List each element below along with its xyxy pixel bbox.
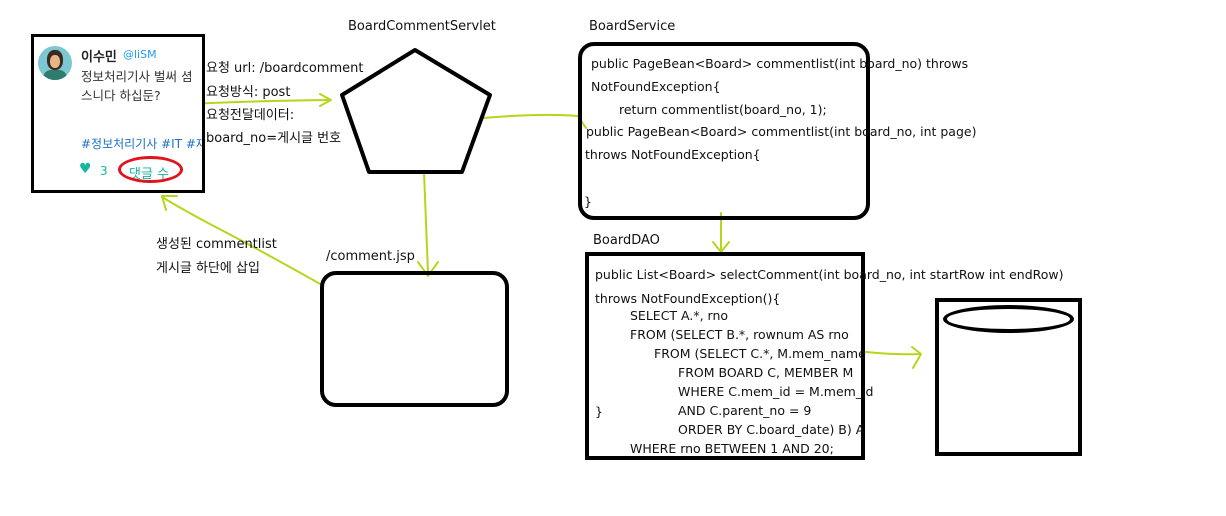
request-method: 요청방식: post — [206, 85, 291, 100]
arrow-servlet-to-service — [482, 113, 587, 129]
post-text-line1: 정보처리기사 벌써 셤 — [81, 69, 193, 84]
arrow-servlet-to-jsp — [423, 171, 429, 274]
service-code-line: public PageBean<Board> commentlist(int b… — [591, 56, 969, 71]
service-code-line: return commentlist(board_no, 1); — [619, 102, 827, 117]
dao-code-line: AND C.parent_no = 9 — [678, 403, 812, 418]
dao-code-line: throws NotFoundException(){ — [595, 291, 781, 306]
dao-code-line: FROM (SELECT B.*, rownum AS rno — [630, 327, 849, 342]
request-url: 요청 url: /boardcomment — [206, 61, 364, 76]
post-hashtags: #정보처리기사 #IT #재 — [81, 137, 205, 151]
request-data-value: board_no=게시글 번호 — [206, 131, 342, 146]
dao-code-line: WHERE C.mem_id = M.mem_id — [678, 384, 874, 399]
database-cylinder-top — [943, 305, 1074, 333]
dao-code-line: ORDER BY C.board_date) B) A — [678, 422, 865, 437]
arrow-dao-to-db — [865, 351, 921, 356]
dao-code-line: WHERE rno BETWEEN 1 AND 20; — [630, 441, 834, 456]
post-author-handle: @liSM — [123, 48, 157, 61]
dao-label: BoardDAO — [593, 233, 660, 248]
service-code-line: public PageBean<Board> commentlist(int b… — [586, 124, 977, 139]
comment-jsp-box — [320, 271, 509, 407]
service-label: BoardService — [589, 19, 676, 34]
dao-code-line: } — [595, 404, 603, 419]
avatar — [38, 46, 72, 80]
return-info-line2: 게시글 하단에 삽입 — [156, 261, 260, 276]
board-dao-box — [585, 252, 865, 460]
service-code-line: } — [584, 194, 592, 209]
arrowhead-servlet-to-jsp — [417, 261, 439, 277]
post-text-line2: 스니다 하십둔? — [81, 88, 161, 103]
jsp-label: /comment.jsp — [326, 249, 415, 264]
dao-code-line: FROM BOARD C, MEMBER M — [678, 365, 854, 380]
database-cylinder — [935, 298, 1082, 456]
arrowhead-dao-to-db — [911, 346, 922, 369]
arrowhead-card-to-servlet — [319, 93, 332, 107]
arrow-jsp-to-card — [161, 196, 323, 286]
service-code-line: NotFoundException{ — [591, 79, 721, 94]
dao-code-line: FROM (SELECT C.*, M.mem_name — [654, 346, 866, 361]
request-data-label: 요청전달데이터: — [206, 108, 295, 123]
dao-code-line: public List<Board> selectComment(int boa… — [595, 267, 1064, 282]
post-author-name: 이수민 — [81, 50, 117, 65]
servlet-pentagon — [340, 48, 492, 174]
dao-code-line: SELECT A.*, rno — [630, 308, 729, 323]
post-card: 이수민 @liSM 정보처리기사 벌써 셤 스니다 하십둔? #정보처리기사 #… — [31, 34, 205, 193]
arrowhead-jsp-to-card — [161, 195, 178, 211]
highlight-ellipse — [118, 156, 183, 183]
service-code-line: throws NotFoundException{ — [585, 147, 761, 162]
servlet-label: BoardCommentServlet — [348, 19, 496, 34]
board-service-box — [578, 42, 870, 220]
like-count: 3 — [100, 164, 108, 178]
heart-icon[interactable]: ♥ — [79, 161, 92, 177]
return-info-line1: 생성된 commentlist — [156, 237, 277, 252]
